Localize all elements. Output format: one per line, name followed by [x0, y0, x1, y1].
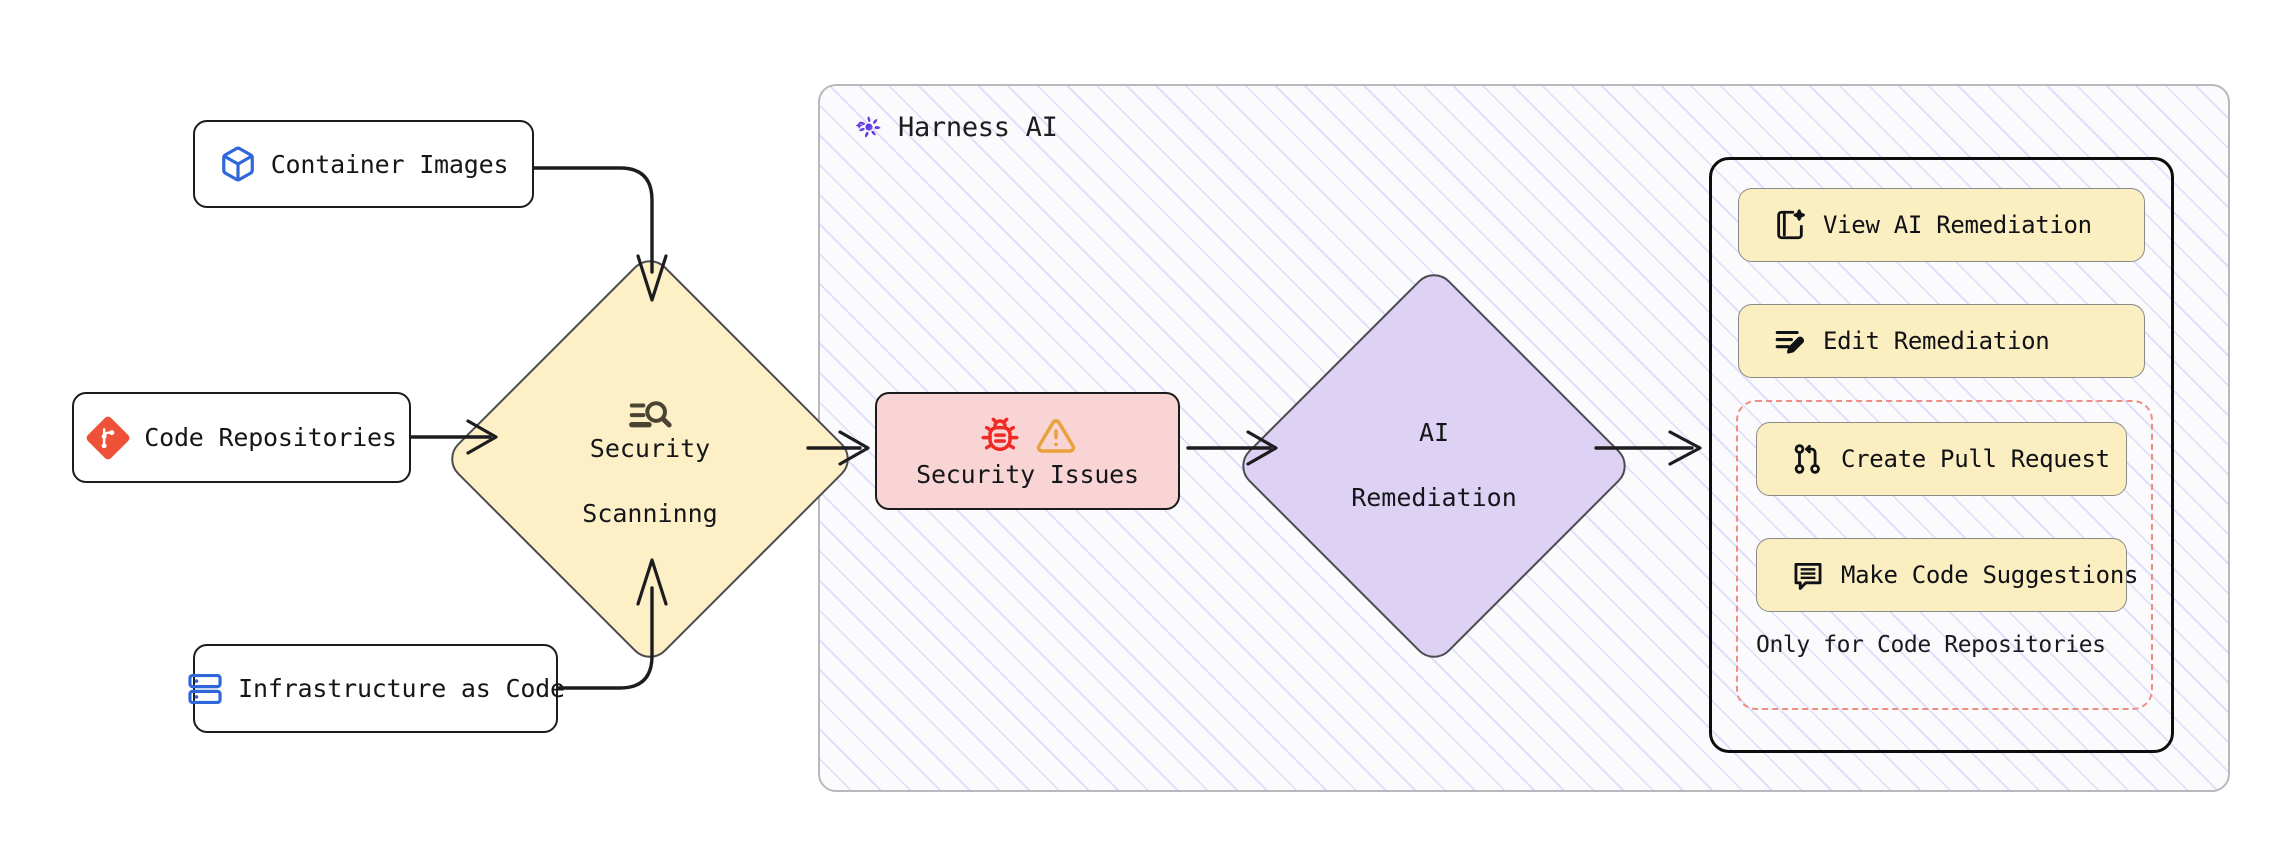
book-sparkle-icon — [1773, 208, 1807, 242]
git-pull-request-icon — [1791, 442, 1825, 476]
action-label: Create Pull Request — [1841, 445, 2110, 473]
container-images-label: Container Images — [270, 149, 509, 179]
node-infrastructure-as-code[interactable]: Infrastructure as Code — [188, 644, 565, 733]
message-code-icon — [1791, 558, 1825, 592]
action-label: Make Code Suggestions — [1841, 561, 2139, 589]
action-make-code-suggestions[interactable]: Make Code Suggestions — [1756, 538, 2138, 612]
action-label: Edit Remediation — [1823, 327, 2050, 355]
ai-remediation-line1: AI — [1418, 418, 1450, 448]
git-icon — [86, 416, 130, 460]
infrastructure-as-code-label: Infrastructure as Code — [238, 674, 565, 703]
harness-ai-container: Harness AI — [818, 84, 2230, 792]
ai-remediation-line2: Remediation — [1351, 483, 1517, 513]
ai-remediation-text: AI Remediation — [1351, 385, 1517, 548]
code-repositories-label: Code Repositories — [144, 423, 397, 452]
remediation-actions-panel: View AI Remediation Edit Remediation — [1709, 157, 2174, 753]
code-repo-only-dashed-group — [1736, 400, 2153, 710]
list-pencil-icon — [1773, 324, 1807, 358]
scan-search-icon — [627, 394, 673, 440]
container-box-icon — [219, 145, 257, 183]
edge-container-to-scan — [532, 166, 654, 274]
action-create-pull-request[interactable]: Create Pull Request — [1756, 422, 2127, 496]
security-issue-icons — [980, 416, 1076, 456]
harness-ai-header: Harness AI — [852, 110, 1058, 144]
warning-triangle-icon — [1036, 416, 1076, 456]
harness-pinwheel-logo — [852, 110, 886, 144]
code-repo-only-caption: Only for Code Repositories — [1756, 632, 2106, 658]
action-edit-remediation[interactable]: Edit Remediation — [1738, 304, 2145, 378]
action-view-ai-remediation[interactable]: View AI Remediation — [1738, 188, 2145, 262]
harness-ai-title: Harness AI — [898, 111, 1058, 143]
security-scanning-line2: Scanninng — [582, 499, 718, 529]
security-scanning-text: Security Scanninng — [582, 355, 717, 564]
security-scanning-line1: Security — [589, 434, 711, 464]
security-issues-label: Security Issues — [916, 459, 1139, 489]
bug-icon — [980, 416, 1020, 456]
action-label: View AI Remediation — [1823, 211, 2092, 239]
node-ai-remediation[interactable]: AI Remediation — [1233, 265, 1635, 667]
node-security-scanning[interactable]: Security Scanninng — [442, 251, 858, 667]
node-security-issues[interactable]: Security Issues — [875, 392, 1180, 510]
node-code-repositories[interactable]: Code Repositories — [72, 392, 411, 483]
server-stack-icon — [186, 670, 224, 708]
node-container-images[interactable]: Container Images — [193, 120, 534, 208]
